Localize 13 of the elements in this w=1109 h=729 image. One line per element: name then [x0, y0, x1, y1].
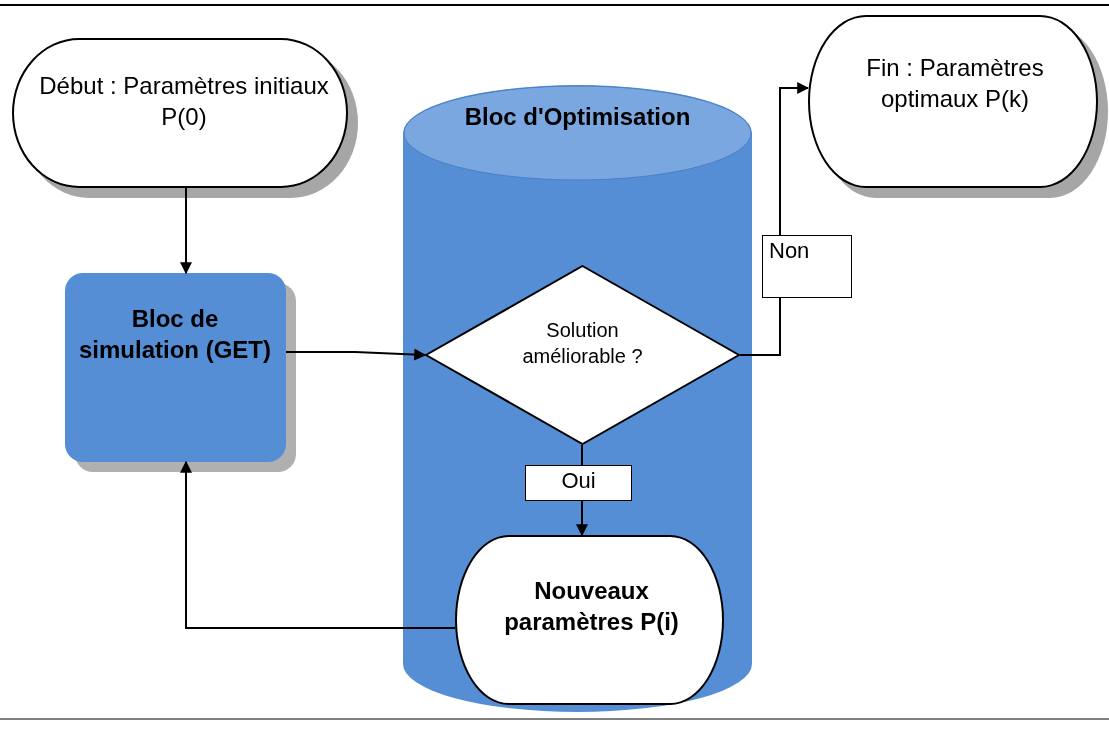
- arrow: [180, 460, 456, 629]
- arrow: [285, 348, 427, 361]
- node-label: Bloc d'Optimisation: [463, 102, 692, 132]
- node-label: Bloc de simulation (GET): [78, 304, 272, 366]
- decision-diamond: [425, 265, 740, 445]
- node-label: Nouveaux paramètres P(i): [503, 576, 680, 638]
- arrow: [180, 187, 192, 275]
- node-label: Solution améliorable ?: [521, 318, 644, 369]
- cylinder-shape: [403, 85, 752, 712]
- node-label: Début : Paramètres initiaux P(0): [38, 71, 330, 133]
- edge-label: Oui: [525, 465, 632, 501]
- edge-label: Non: [762, 235, 852, 298]
- node-label: Fin : Paramètres optimaux P(k): [865, 53, 1045, 115]
